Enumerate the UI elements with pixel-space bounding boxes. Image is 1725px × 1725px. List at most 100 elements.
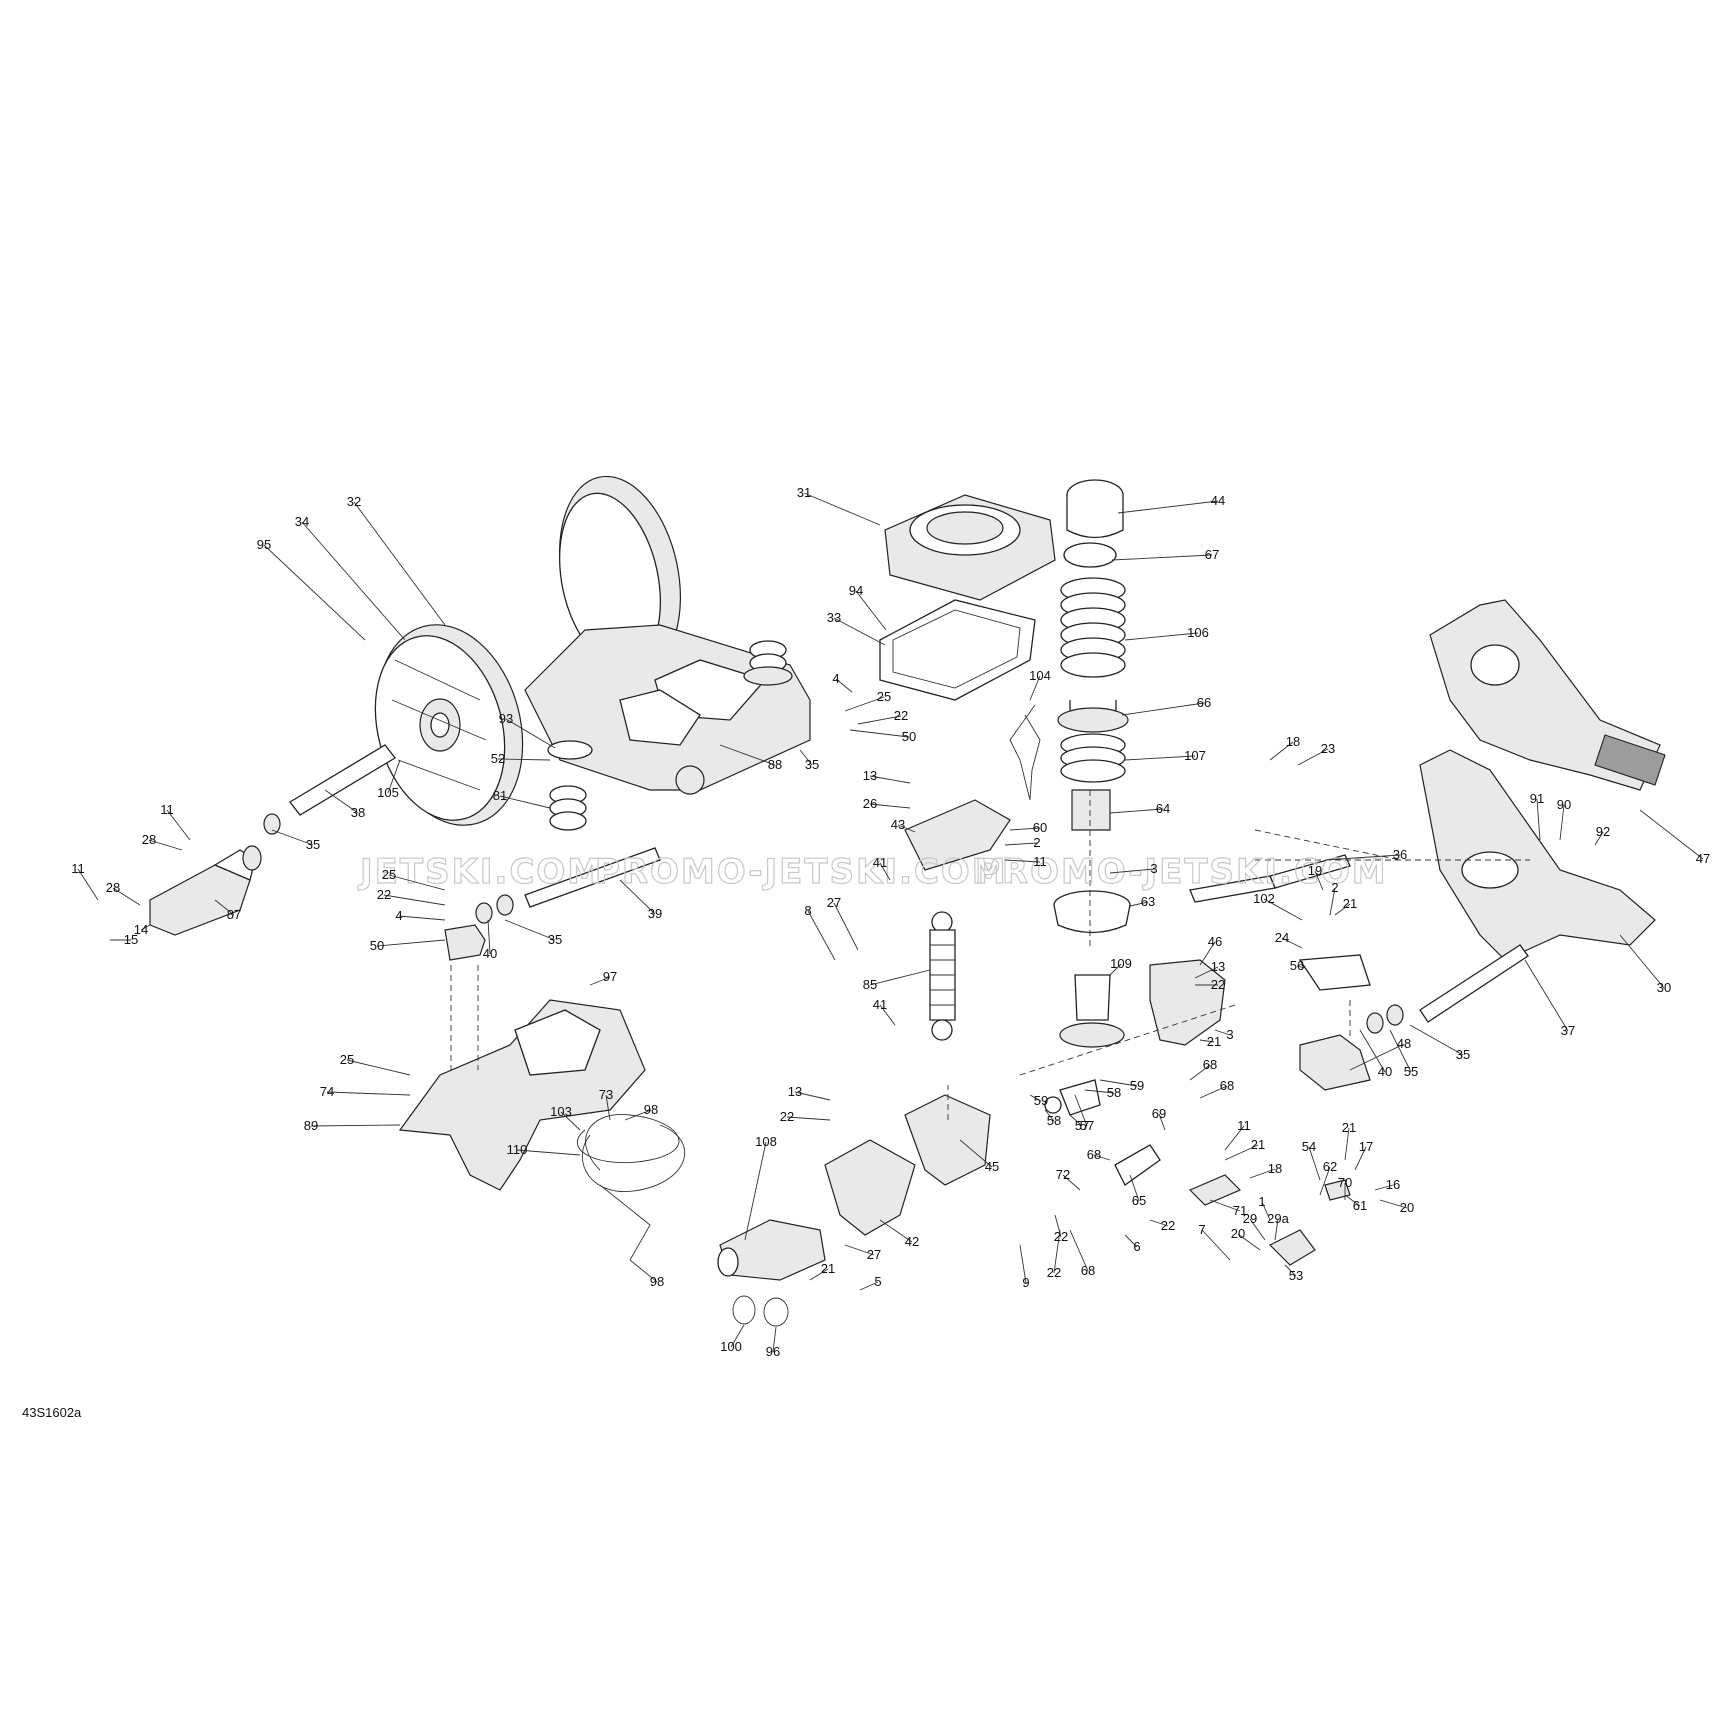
part-callout-108: 108: [755, 1134, 777, 1149]
part-callout-61: 61: [1353, 1198, 1367, 1213]
part-callout-89: 89: [304, 1118, 318, 1133]
part-callout-4: 4: [395, 908, 402, 923]
part-callout-20: 20: [1231, 1226, 1245, 1241]
part-callout-21: 21: [821, 1261, 835, 1276]
bracket-71-part: [1188, 1174, 1242, 1206]
leader-line: [1249, 1218, 1266, 1241]
part-callout-18: 18: [1268, 1161, 1282, 1176]
leader-line: [835, 678, 853, 693]
leader-line: [844, 1244, 875, 1256]
leader-line: [1319, 1166, 1331, 1196]
leader-line: [1199, 941, 1216, 966]
coupling-57-part: [1044, 1079, 1101, 1116]
leader-line: [1053, 1229, 1061, 1274]
part-callout-34: 34: [295, 514, 309, 529]
svg-text:PROMO-JETSKI.COM: PROMO-JETSKI.COM: [975, 852, 1388, 892]
part-callout-100: 100: [720, 1339, 742, 1354]
part-callout-53: 53: [1289, 1268, 1303, 1283]
bracket-50-left-part: [444, 924, 486, 961]
leader-line: [516, 1149, 581, 1156]
leader-line: [1334, 903, 1351, 916]
leader-line: [859, 1281, 879, 1291]
leader-line: [1359, 1029, 1386, 1073]
leader-line: [833, 902, 859, 951]
part-callout-4: 4: [832, 671, 839, 686]
part-callout-22: 22: [1161, 1218, 1175, 1233]
part-callout-35: 35: [548, 932, 562, 947]
part-callout-14: 14: [134, 922, 148, 937]
leader-line: [794, 1091, 831, 1101]
leader-line: [1062, 1174, 1081, 1191]
part-callout-94: 94: [849, 583, 863, 598]
part-callout-46: 46: [1208, 934, 1222, 949]
part-callout-27: 27: [867, 1247, 881, 1262]
leader-line: [112, 887, 141, 906]
part-callout-81: 81: [493, 788, 507, 803]
part-callout-21: 21: [1207, 1034, 1221, 1049]
leader-line: [1111, 554, 1213, 561]
leader-line: [505, 718, 556, 749]
leader-line: [1297, 748, 1329, 766]
leader-line: [809, 1268, 829, 1281]
leader-line: [879, 862, 891, 881]
assembly-guides: [450, 790, 1530, 1120]
part-callout-97: 97: [603, 969, 617, 984]
leader-line: [1284, 1264, 1297, 1277]
clamp-100-part: [732, 1295, 756, 1325]
part-callout-87: 87: [227, 907, 241, 922]
leader-line: [855, 590, 887, 631]
leader-line: [1074, 1094, 1088, 1127]
leader-line: [1536, 798, 1541, 841]
bracket-42-part: [824, 1139, 916, 1236]
part-callout-3: 3: [1226, 1027, 1233, 1042]
leader-line: [624, 1109, 652, 1121]
leader-line: [346, 1059, 411, 1076]
leader-line: [1263, 898, 1303, 921]
part-callout-23: 23: [1321, 741, 1335, 756]
part-callout-59: 59: [1034, 1093, 1048, 1108]
part-callout-73: 73: [599, 1087, 613, 1102]
part-callout-62: 62: [1323, 1159, 1337, 1174]
small-bellows-part: [547, 640, 793, 831]
leader-line: [959, 1139, 993, 1168]
part-callout-54: 54: [1302, 1139, 1316, 1154]
part-callout-22: 22: [1054, 1229, 1068, 1244]
part-callout-26: 26: [863, 796, 877, 811]
part-callout-24: 24: [1275, 930, 1289, 945]
leader-line: [786, 1116, 831, 1121]
part-callout-69: 69: [1152, 1106, 1166, 1121]
part-callout-50: 50: [902, 729, 916, 744]
leader-line: [271, 829, 314, 846]
leader-line: [619, 879, 656, 915]
leader-line: [629, 1259, 658, 1283]
part-callout-68: 68: [1087, 1147, 1101, 1162]
leader-line: [1004, 859, 1041, 863]
leader-line: [1379, 1199, 1408, 1209]
main-frame-part: [524, 624, 811, 795]
leader-line: [879, 1004, 896, 1026]
part-callout-6: 6: [1133, 1239, 1140, 1254]
leader-line: [214, 899, 235, 916]
part-callout-22: 22: [894, 708, 908, 723]
part-callout-92: 92: [1596, 824, 1610, 839]
part-callout-21: 21: [1343, 896, 1357, 911]
part-callout-8: 8: [804, 903, 811, 918]
part-callout-7: 7: [1198, 1222, 1205, 1237]
part-callout-3: 3: [1150, 861, 1157, 876]
leader-line: [326, 1091, 411, 1096]
leader-line: [799, 749, 813, 766]
part-callout-72: 72: [1056, 1167, 1070, 1182]
leader-line: [1194, 966, 1219, 979]
leader-line: [1201, 1229, 1231, 1261]
part-callout-15: 15: [124, 932, 138, 947]
leader-line: [1329, 887, 1336, 916]
leader-line: [387, 759, 401, 794]
shaft-38-part: [263, 744, 396, 835]
leader-line: [1324, 854, 1401, 861]
part-callout-45: 45: [985, 1159, 999, 1174]
part-callout-95: 95: [257, 537, 271, 552]
leader-line: [869, 803, 911, 809]
leader-line: [744, 1141, 767, 1241]
leader-line: [1109, 963, 1122, 976]
